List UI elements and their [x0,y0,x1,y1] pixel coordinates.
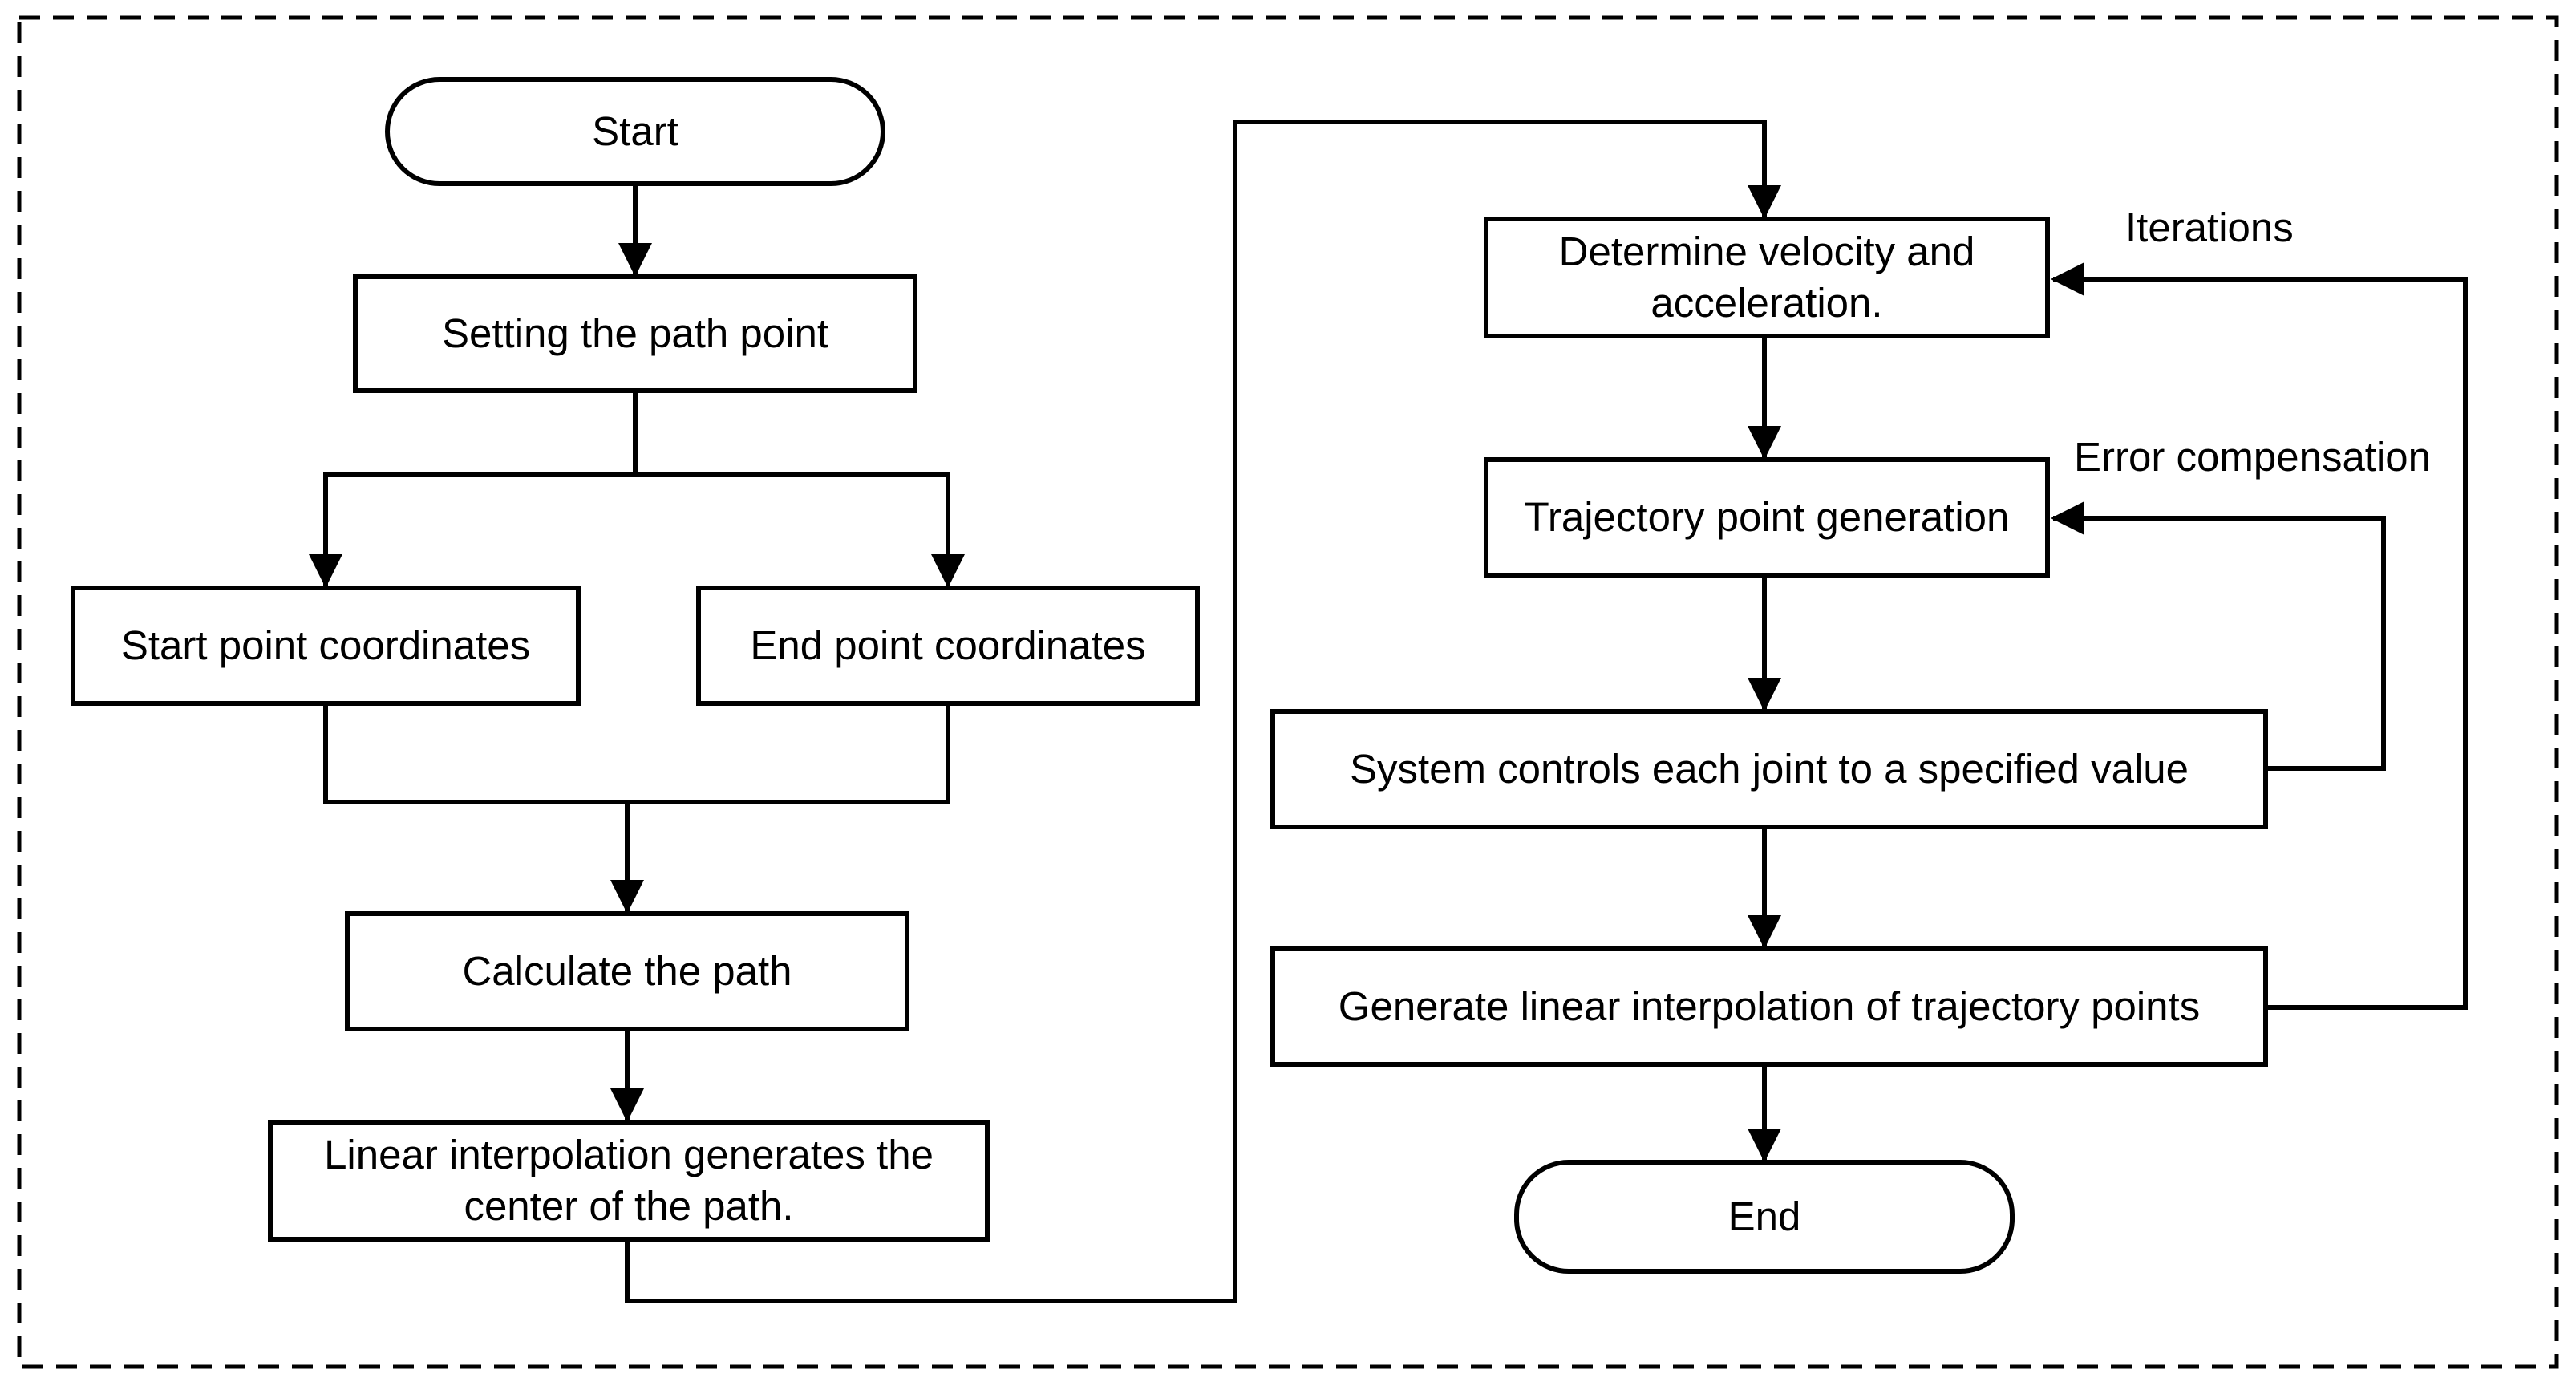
calculate-path-box: Calculate the path [345,911,909,1031]
connector-start-point-merge [323,706,950,804]
start-point-coordinates-box: Start point coordinates [71,586,581,706]
error-compensation-label: Error compensation [2074,434,2432,480]
generate-linear-interpolation-box: Generate linear interpolation of traject… [1270,946,2268,1067]
arrow-split-to-start-point [309,472,635,588]
trajectory-point-generation-box: Trajectory point generation [1484,457,2050,578]
setting-path-point-box: Setting the path point [353,274,917,393]
arrow-error-compensation-loop [2051,501,2386,771]
arrow-linear-to-velocity [625,120,1781,1303]
start-node: Start [385,77,885,186]
linear-interpolation-center-box: Linear interpolation generates the cente… [268,1120,990,1242]
system-controls-joint-box: System controls each joint to a specifie… [1270,709,2268,829]
end-node: End [1514,1160,2015,1274]
iterations-label: Iterations [2125,205,2294,250]
arrow-split-to-end-point [635,472,965,588]
end-point-coordinates-box: End point coordinates [696,586,1200,706]
dashed-frame [17,15,2559,1369]
determine-velocity-box: Determine velocity and acceleration. [1484,217,2050,338]
arrow-iterations-loop [2051,262,2468,1010]
